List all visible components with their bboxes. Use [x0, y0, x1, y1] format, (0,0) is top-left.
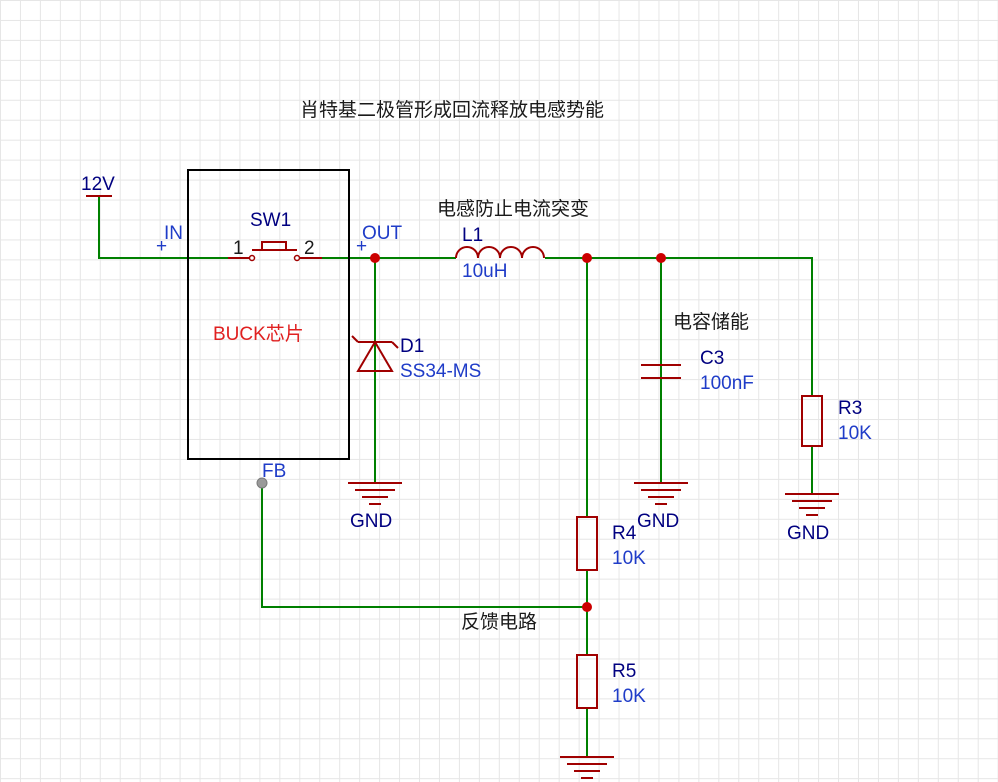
inductor-coil — [455, 246, 545, 259]
r3-value: 10K — [838, 423, 872, 444]
capacitor-ref: C3 — [700, 348, 724, 369]
switch-actuator — [261, 241, 287, 251]
diode-ref: D1 — [400, 336, 424, 357]
r4-body[interactable] — [576, 516, 598, 571]
junction-c3 — [656, 253, 666, 263]
junction-out — [370, 253, 380, 263]
gnd-r3-label: GND — [787, 523, 829, 544]
wires — [98, 196, 813, 757]
diode-zbend — [351, 335, 359, 343]
r5-body[interactable] — [576, 654, 598, 709]
gnd-c3-label: GND — [637, 511, 679, 532]
pin-out-plus: + — [356, 236, 367, 257]
feedback-note: 反馈电路 — [461, 611, 537, 633]
inductor-note: 电感防止电流突变 — [437, 198, 589, 220]
pin-in-plus: + — [156, 236, 167, 257]
diode-triangle — [356, 340, 394, 372]
gnd-r5 — [560, 756, 614, 779]
r4-value: 10K — [612, 548, 646, 569]
r5-ref: R5 — [612, 661, 636, 682]
switch-pin2: 2 — [304, 238, 315, 259]
inductor-value: 10uH — [462, 261, 507, 282]
gnd-d1 — [348, 482, 402, 505]
pin-out-label: OUT — [362, 223, 403, 244]
pin-in-label: IN — [164, 223, 183, 244]
junction-l1-out — [582, 253, 592, 263]
junction-feedback — [582, 602, 592, 612]
chip-label: BUCK芯片 — [213, 323, 304, 345]
switch-ref: SW1 — [250, 210, 291, 231]
wire-l1-out — [545, 257, 813, 396]
switch-pin1: 1 — [233, 238, 244, 259]
wire-feedback — [261, 483, 587, 608]
r4-ref: R4 — [612, 523, 637, 544]
switch-contact-left — [248, 254, 256, 262]
pin-fb-label: FB — [262, 461, 286, 482]
diode-value: SS34-MS — [400, 361, 481, 382]
fb-pin[interactable] — [256, 477, 268, 489]
r3-ref: R3 — [838, 398, 862, 419]
capacitor-value: 100nF — [700, 373, 754, 394]
diode-zbend2 — [391, 341, 399, 349]
capacitor-note: 电容储能 — [673, 311, 749, 333]
gnd-d1-label: GND — [350, 511, 392, 532]
wire-12v-in — [98, 196, 228, 259]
r5-value: 10K — [612, 686, 646, 707]
r3-body[interactable] — [801, 395, 823, 447]
diagram-title: 肖特基二极管形成回流释放电感势能 — [300, 99, 604, 121]
power-12v-label: 12V — [81, 174, 115, 195]
buck-chip[interactable] — [187, 169, 350, 460]
switch-contact-right — [293, 254, 301, 262]
inductor-ref: L1 — [462, 225, 483, 246]
gnd-c3 — [634, 482, 688, 505]
gnd-r3 — [785, 493, 839, 516]
